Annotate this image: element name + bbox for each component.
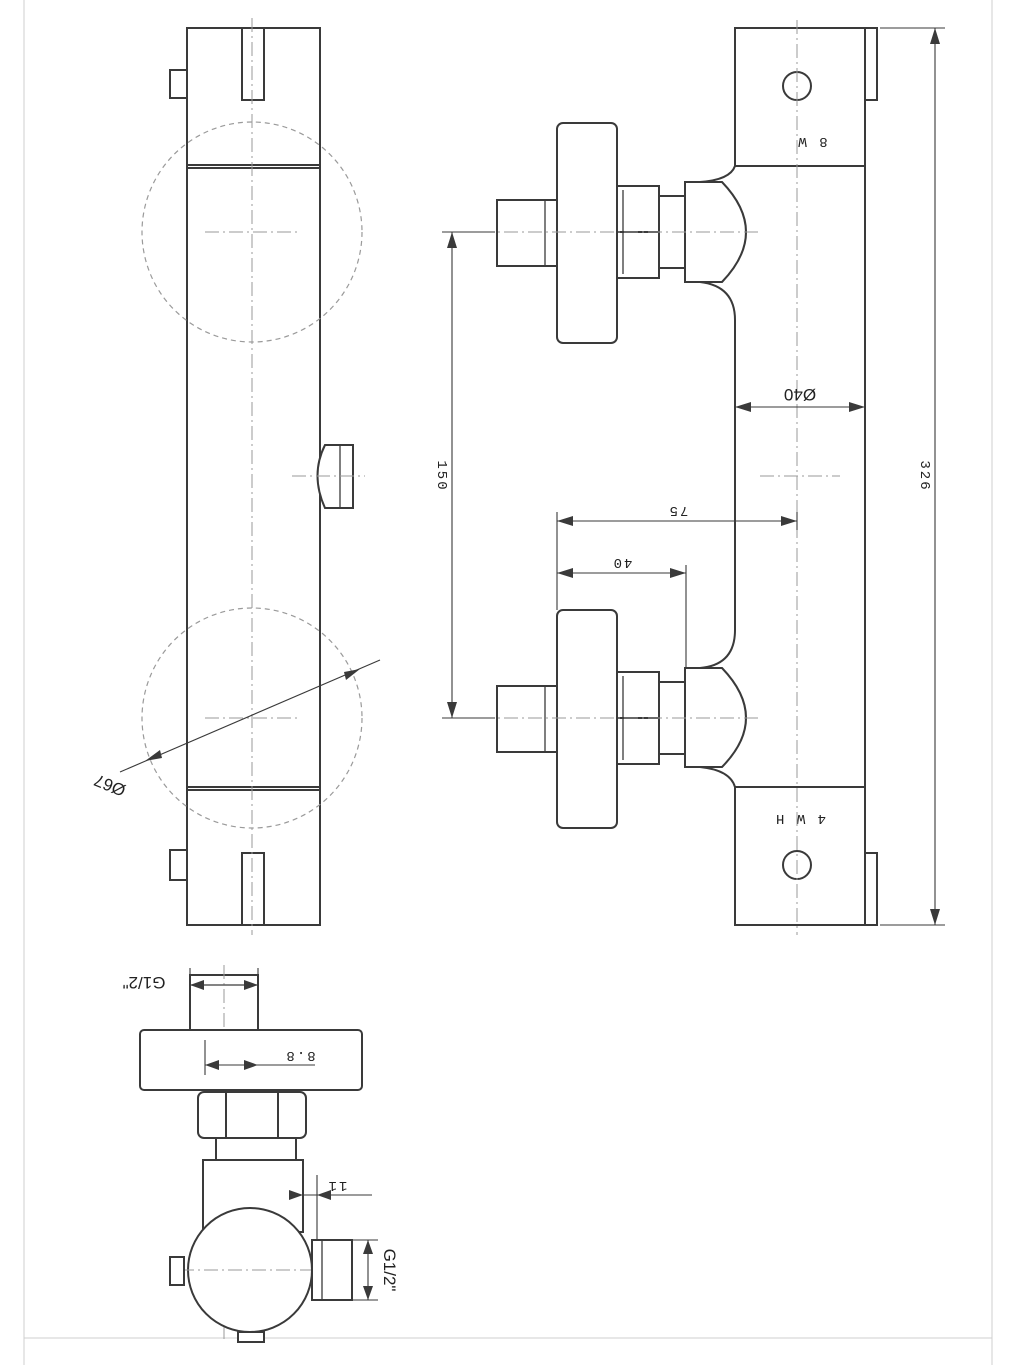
dim-75-arrow-left — [557, 516, 573, 526]
end-side-outlet — [311, 1239, 353, 1301]
front-dia-arrow-1 — [145, 750, 162, 761]
dim-75-arrow-right — [781, 516, 797, 526]
end-bottom-tab — [237, 1331, 265, 1343]
dim-dia40-arrow-left — [735, 402, 751, 412]
label-offset-40: 40 — [612, 554, 633, 570]
side-view: 8 W 4 W H — [433, 20, 945, 935]
dim-thread-top-arrow-r — [244, 980, 258, 990]
side-fillet-bottom-b — [685, 766, 736, 788]
front-dia-arrow-2 — [344, 669, 360, 680]
label-dia-body: Ø40 — [784, 385, 816, 404]
label-length-total: 326 — [916, 460, 932, 491]
front-tab-top — [169, 69, 188, 99]
label-thread-top: G1/2" — [123, 973, 166, 992]
side-tab-bottom — [864, 852, 878, 926]
dim-40-arrow-right — [670, 568, 686, 578]
side-flange-bottom — [556, 609, 618, 829]
side-fillet-top-a — [685, 165, 736, 183]
end-flange — [139, 1029, 363, 1091]
dim-dia40-arrow-right — [849, 402, 865, 412]
side-flange-top — [556, 122, 618, 344]
label-dim-11: 11 — [327, 1177, 348, 1193]
side-tab-top — [864, 27, 878, 101]
end-side-tab — [169, 1256, 185, 1286]
front-dia-leader — [119, 659, 381, 773]
label-offset-75: 75 — [668, 502, 689, 518]
label-bottom-marking: 4 W H — [774, 810, 826, 826]
label-spacing-inlets: 150 — [433, 460, 449, 491]
label-dia-cap: Ø67 — [91, 770, 128, 800]
end-view: G1/2" 8.8 11 — [123, 965, 399, 1343]
dim-8-8-arrow-r — [244, 1060, 258, 1070]
side-pipe-top — [496, 199, 558, 267]
label-thread-side: G1/2" — [380, 1249, 399, 1292]
dim-thread-top-arrow-l — [190, 980, 204, 990]
front-tab-bottom — [169, 849, 188, 881]
front-slot-bottom — [241, 852, 265, 926]
dim-40-arrow-left — [557, 568, 573, 578]
dim-150-arrow-bottom — [447, 702, 457, 718]
dim-11-arrow-2 — [289, 1190, 303, 1200]
end-hex-nut — [197, 1091, 307, 1139]
dim-11-arrow — [317, 1190, 331, 1200]
dim-150-arrow-top — [447, 232, 457, 248]
dim-326-arrow-bottom — [930, 909, 940, 925]
label-dim-8-8: 8.8 — [284, 1047, 315, 1063]
dim-8-8-arrow-l — [205, 1060, 219, 1070]
side-body-left — [685, 281, 736, 669]
dim-thread-side-arrow-t — [363, 1240, 373, 1254]
front-view: Ø67 — [91, 18, 381, 935]
label-top-marking: 8 W — [796, 133, 827, 149]
side-block-bottom — [734, 786, 866, 926]
end-neck — [215, 1137, 297, 1161]
side-pipe-bottom — [496, 685, 558, 753]
dim-thread-side-arrow-b — [363, 1286, 373, 1300]
front-slot-top — [241, 27, 265, 101]
dim-326-arrow-top — [930, 28, 940, 44]
